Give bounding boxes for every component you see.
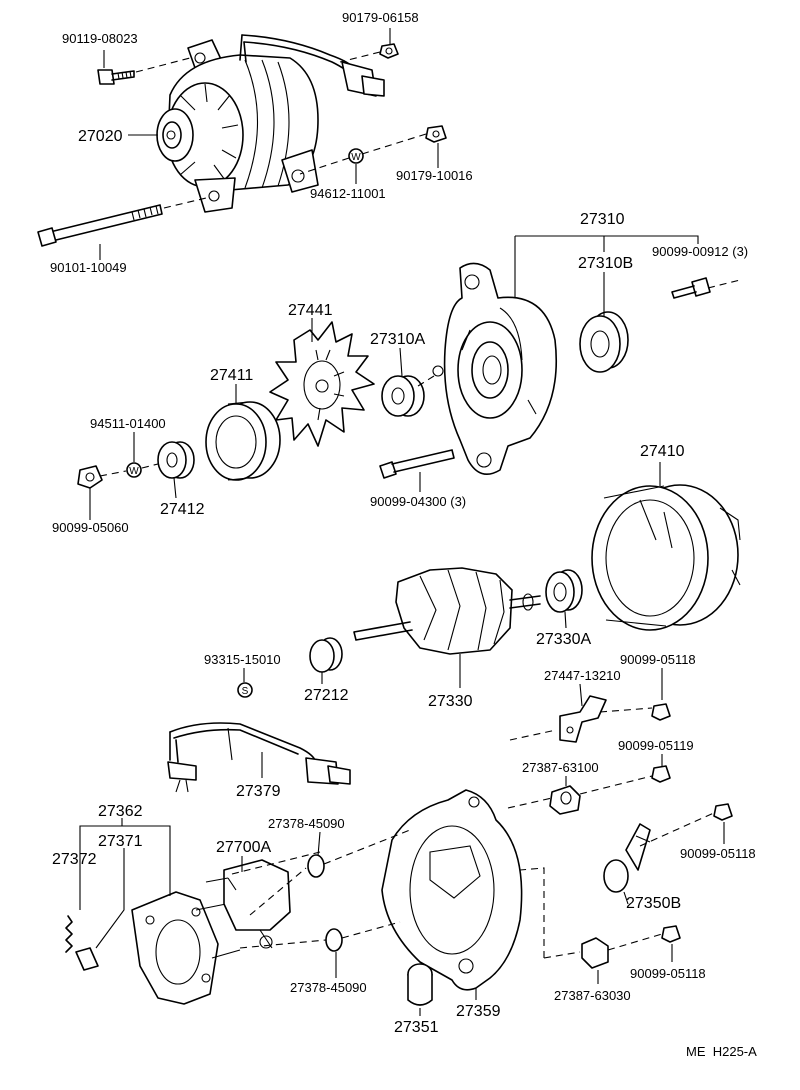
leader-lines <box>79 28 725 1016</box>
brush-holder-27362 <box>131 891 241 1005</box>
nut-90099-05118-c <box>661 925 681 943</box>
label-27412: 27412 <box>160 501 205 518</box>
nut-90099-05060 <box>77 465 103 489</box>
rear-housing-27410 <box>591 484 741 631</box>
regulator-27700A <box>205 859 291 949</box>
assembly-lines <box>231 279 741 959</box>
label-27447-13210: 27447-13210 <box>544 668 621 683</box>
nut-90099-05119 <box>651 765 671 783</box>
label-27359: 27359 <box>456 1003 501 1020</box>
label-90099-05118-b: 90099-05118 <box>680 846 756 861</box>
washer-94612-11001: W <box>348 148 364 164</box>
washer-94511-01400: W <box>126 462 142 478</box>
label-93315-15010: 93315-15010 <box>204 652 281 667</box>
label-90099-00912: 90099-00912 (3) <box>652 244 748 259</box>
label-27387-63030: 27387-63030 <box>554 988 631 1003</box>
label-27372: 27372 <box>52 851 97 868</box>
label-90099-05118-c: 90099-05118 <box>630 966 706 981</box>
spacer-27310A <box>381 375 425 417</box>
bushing-27351 <box>407 963 433 1006</box>
nut-90099-05118-b <box>713 803 733 821</box>
bracket-27447-13210 <box>559 695 607 743</box>
terminal-27350B <box>603 823 651 893</box>
label-90099-04300: 90099-04300 (3) <box>370 494 466 509</box>
label-27310: 27310 <box>580 211 625 228</box>
s-symbol-mark: S <box>242 686 249 697</box>
bolt-90101-10049 <box>37 197 207 247</box>
bearing-27330A <box>545 569 583 613</box>
label-90101-10049: 90101-10049 <box>50 260 127 275</box>
insulator-27387-63100 <box>549 785 581 815</box>
label-27411: 27411 <box>210 367 253 384</box>
label-94612-11001: 94612-11001 <box>310 186 386 201</box>
label-27700A: 27700A <box>216 839 271 856</box>
label-27212: 27212 <box>304 687 349 704</box>
label-90179-06158: 90179-06158 <box>342 10 419 25</box>
label-27330: 27330 <box>428 693 473 710</box>
spring-27372 <box>65 915 73 953</box>
washer-w-mark-2: W <box>129 466 139 477</box>
rear-end-frame-27359 <box>381 789 523 991</box>
collar-27411 <box>205 401 281 481</box>
label-27441: 27441 <box>288 302 333 319</box>
label-27330A: 27330A <box>536 631 591 648</box>
label-27310B: 27310B <box>578 255 633 272</box>
nut-90179-06158 <box>339 43 399 63</box>
label-27378-45090-b: 27378-45090 <box>290 980 367 995</box>
label-27378-45090-a: 27378-45090 <box>268 816 345 831</box>
label-90099-05119: 90099-05119 <box>618 738 694 753</box>
spacer-27412 <box>157 441 195 479</box>
bolt-90099-04300 <box>379 449 455 479</box>
spacer-27212 <box>309 637 343 673</box>
wire-27379 <box>167 722 351 793</box>
nut-90099-05118-a <box>651 703 671 721</box>
diagram-code: ME H225-A <box>686 1044 757 1059</box>
label-90179-10016: 90179-10016 <box>396 168 473 183</box>
fan-27441 <box>269 321 375 447</box>
label-90099-05060: 90099-05060 <box>52 520 129 535</box>
washer-w-mark: W <box>351 152 361 163</box>
label-27379: 27379 <box>236 783 281 800</box>
drive-end-frame-27310 <box>432 262 558 476</box>
label-27371: 27371 <box>98 833 143 850</box>
label-94511-01400: 94511-01400 <box>90 416 166 431</box>
label-27351: 27351 <box>394 1019 439 1036</box>
insulator-27378-45090-b <box>325 928 343 952</box>
brush-27371 <box>75 947 99 971</box>
label-27410: 27410 <box>640 443 685 460</box>
label-27387-63100: 27387-63100 <box>522 760 599 775</box>
insulator-27378-45090-a <box>307 854 325 878</box>
insulator-27387-63030 <box>581 937 609 969</box>
screw-90099-00912 <box>671 277 711 299</box>
alternator-assembly <box>156 34 385 213</box>
rotor-27330 <box>353 567 541 655</box>
nut-90179-10016 <box>425 125 447 143</box>
bearing-27310B <box>579 311 629 373</box>
label-27362: 27362 <box>98 803 143 820</box>
label-27310A: 27310A <box>370 331 425 348</box>
symbol-93315-15010: S <box>237 682 253 698</box>
label-90119-08023: 90119-08023 <box>62 31 138 46</box>
label-90099-05118-a: 90099-05118 <box>620 652 696 667</box>
part-labels: 90119-08023 90179-06158 27020 90179-1001… <box>50 10 757 1059</box>
label-27350B: 27350B <box>626 895 681 912</box>
label-27020: 27020 <box>78 128 123 145</box>
bolt-90119-08023 <box>97 57 191 85</box>
